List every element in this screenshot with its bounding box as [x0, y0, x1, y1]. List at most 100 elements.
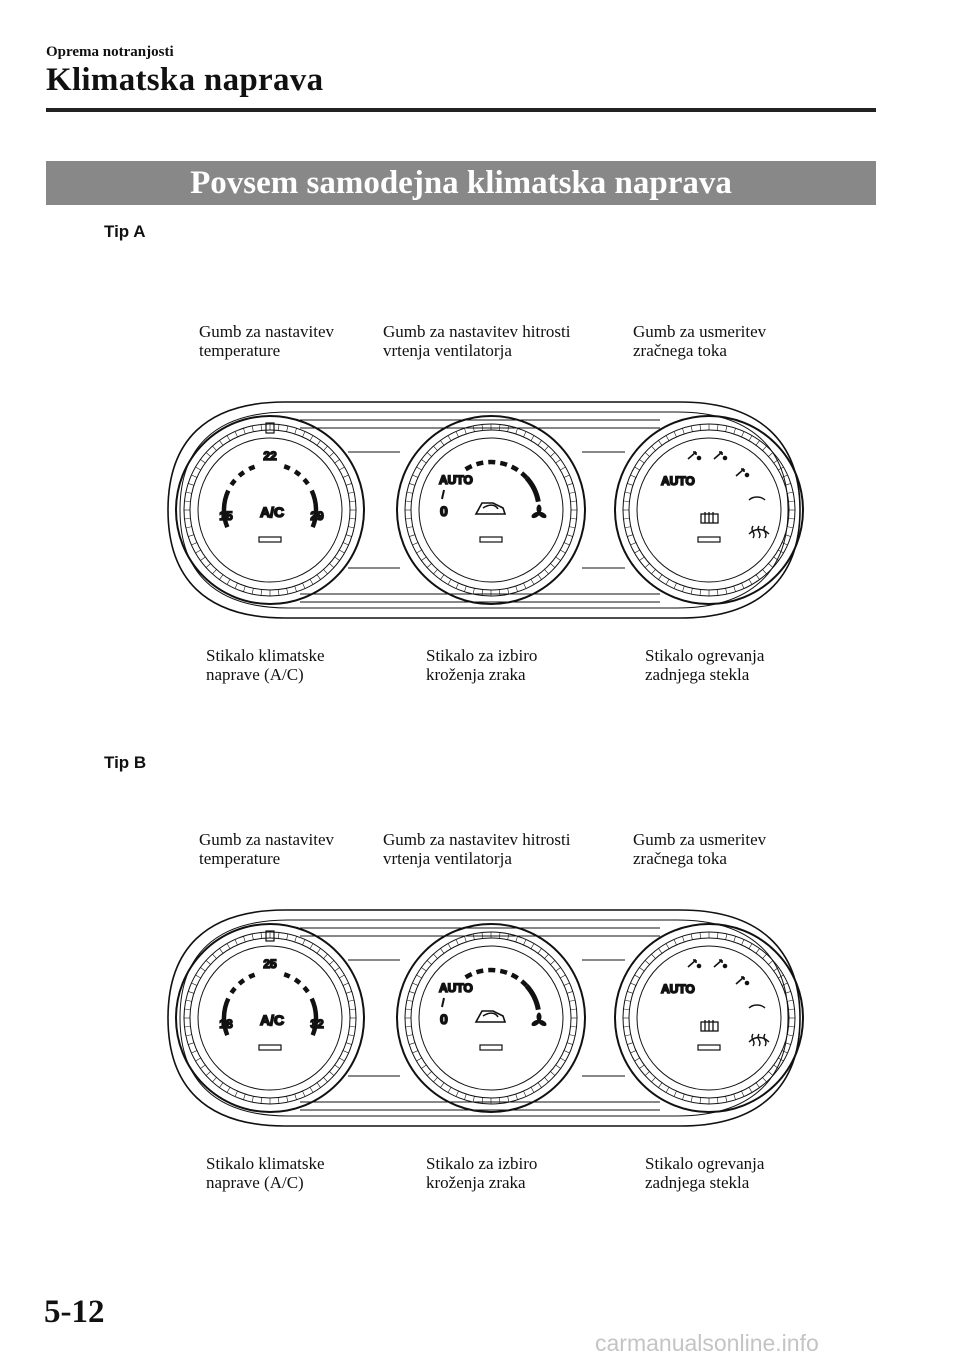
knurl-tick — [555, 459, 561, 464]
callout-line: zadnjega stekla — [645, 1173, 750, 1192]
knurl-tick — [499, 424, 501, 431]
fan-speed-arc-high — [524, 476, 541, 503]
knurl-tick — [560, 466, 566, 471]
callout-line: zračnega toka — [633, 849, 727, 868]
knurl-tick — [406, 999, 413, 1002]
knurl-tick — [348, 999, 355, 1002]
knurl-tick — [563, 542, 570, 546]
knurl-tick — [226, 435, 231, 441]
knurl-tick — [188, 483, 195, 486]
knurl-tick — [226, 943, 231, 949]
knurl-tick — [537, 574, 542, 580]
knurl-tick — [316, 440, 321, 446]
knurl-tick — [725, 588, 728, 595]
knurl-tick — [634, 549, 640, 554]
knurl-tick — [507, 425, 510, 432]
knurl-tick — [717, 589, 719, 596]
knurl-tick — [560, 1057, 566, 1062]
knurl-tick — [278, 1097, 280, 1104]
knurl-tick — [570, 500, 577, 502]
button-slot — [258, 536, 282, 543]
knurl-tick — [349, 1026, 356, 1028]
temperature-arc-dashed — [283, 464, 311, 487]
knurl-tick — [566, 483, 573, 486]
knurl-tick — [345, 483, 352, 486]
knob-ring — [175, 415, 365, 605]
front-defrost-mode-icon — [748, 496, 766, 501]
knurl-tick — [755, 440, 760, 446]
airflow-auto-label: AUTO — [661, 982, 695, 996]
knurl-tick — [323, 445, 328, 451]
knurl-tick — [560, 549, 566, 554]
knurl-tick — [278, 589, 280, 596]
knurl-tick — [405, 1008, 412, 1010]
knurl-tick — [191, 474, 198, 478]
knurl-tick — [185, 526, 192, 529]
knurl-tick — [741, 431, 745, 438]
knurl-tick — [717, 932, 719, 939]
callout-line: Stikalo klimatske — [206, 1154, 325, 1173]
knurl-tick — [530, 579, 535, 585]
temperature-arc-dashed — [229, 972, 257, 995]
airflow-auto-label: AUTO — [661, 474, 695, 488]
knurl-tick — [316, 574, 321, 580]
knurl-tick — [455, 939, 459, 946]
temperature-arc-dashed — [283, 972, 311, 995]
knurl-tick — [212, 569, 217, 575]
knurl-tick — [339, 1057, 345, 1062]
knurl-tick — [188, 534, 195, 537]
windshield-curve — [748, 528, 770, 535]
knurl-tick — [550, 452, 556, 457]
knurl-tick — [185, 491, 192, 494]
knurl-tick — [278, 932, 280, 939]
knurl-tick — [634, 974, 640, 979]
fan-auto-divider — [441, 489, 445, 500]
heat-wave — [751, 1033, 755, 1047]
knurl-tick — [464, 428, 467, 435]
fan-blade — [531, 511, 540, 519]
knurl-tick — [499, 932, 501, 939]
fan-blade — [538, 511, 547, 519]
callout-line: temperature — [199, 341, 281, 360]
knurl-tick — [566, 534, 573, 537]
knurl-tick — [286, 425, 289, 432]
knurl-tick — [515, 1093, 518, 1100]
fan-auto-label: AUTO — [439, 981, 473, 995]
vent-dot — [696, 455, 702, 461]
knurl-tick — [329, 960, 335, 965]
temperature-arc-dashed — [229, 464, 257, 487]
knurl-tick — [421, 459, 427, 464]
knurl-tick — [644, 1071, 650, 1076]
recirculation-arrow — [482, 504, 499, 510]
fan-speed-arc — [464, 459, 529, 480]
knurl-tick — [537, 1082, 542, 1088]
knurl-tick — [787, 491, 794, 494]
knurl-tick — [507, 933, 510, 940]
knurl-tick — [682, 936, 685, 943]
knurl-tick — [634, 466, 640, 471]
temperature-arc-cold — [221, 489, 231, 529]
knurl-tick — [768, 960, 774, 965]
knurl-tick — [741, 582, 745, 589]
knurl-tick — [748, 435, 753, 441]
knurl-tick — [682, 428, 685, 435]
vent-dot — [722, 963, 728, 969]
knurl-tick — [555, 967, 561, 972]
knurl-tick — [624, 999, 631, 1002]
knurl-tick — [762, 953, 767, 959]
knurl-tick — [472, 933, 475, 940]
variant-b-tag: Tip B — [104, 753, 147, 772]
knurl-tick — [563, 982, 570, 986]
knurl-tick — [523, 939, 527, 946]
bezel-outer — [167, 909, 801, 1127]
knurl-tick — [260, 1097, 262, 1104]
knurl-tick — [212, 953, 217, 959]
knurl-tick — [251, 588, 254, 595]
knurl-tick — [251, 933, 254, 940]
knurl-tick — [624, 526, 631, 529]
knurl-tick — [334, 967, 340, 972]
